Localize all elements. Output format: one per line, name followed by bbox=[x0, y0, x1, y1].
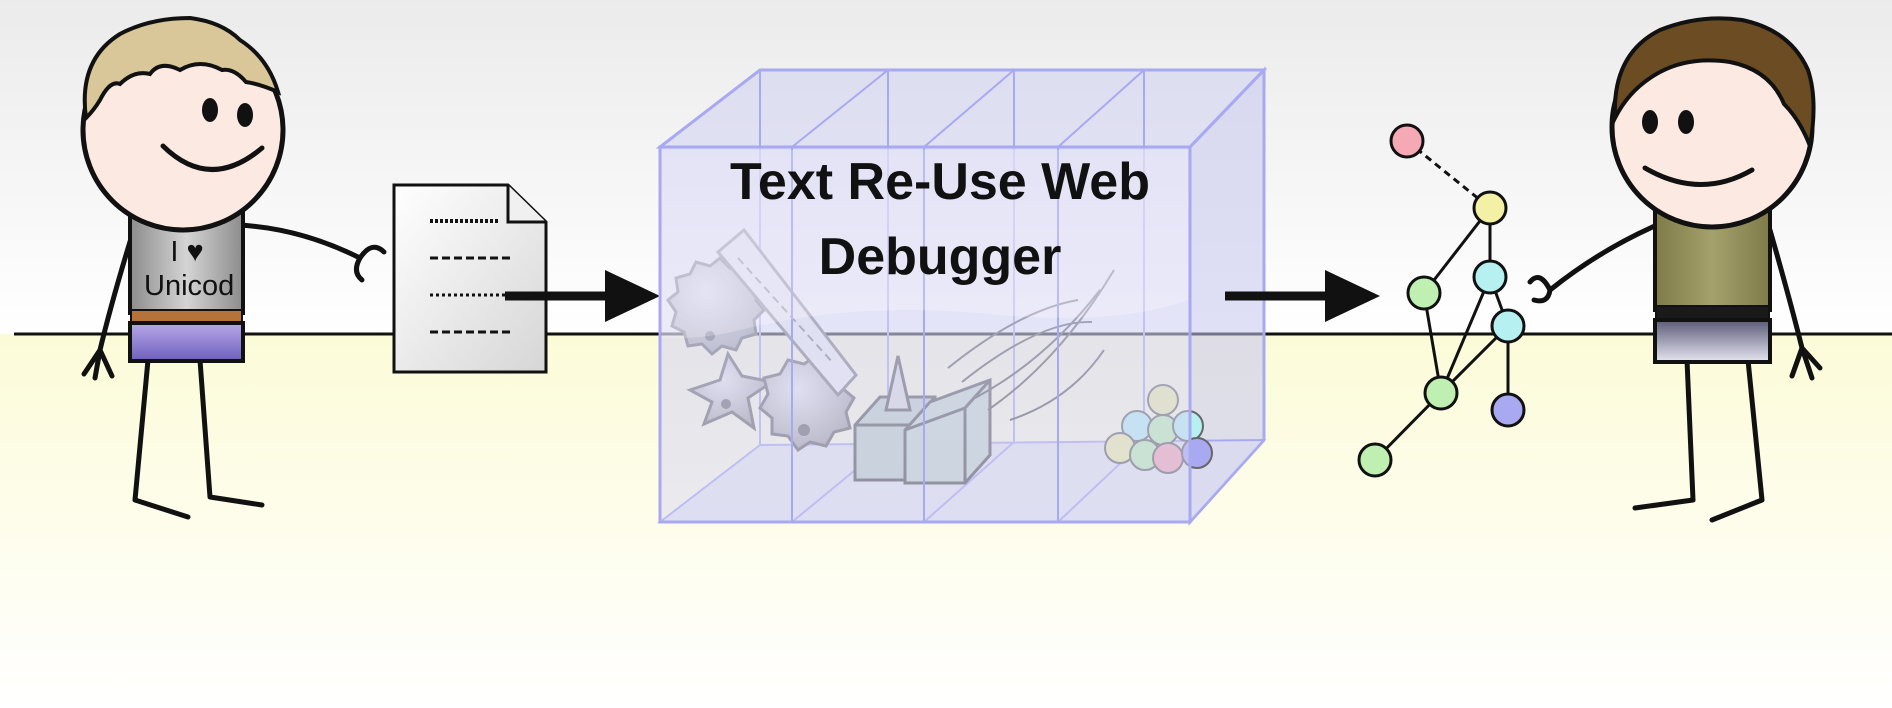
graph-node bbox=[1423, 375, 1459, 411]
right-person-right-arm bbox=[1767, 227, 1823, 381]
graph-node bbox=[1389, 123, 1425, 159]
left-person-eye-right bbox=[237, 103, 253, 127]
right-person bbox=[1527, 16, 1823, 523]
left-person-shirt-line2: Unicod bbox=[144, 270, 234, 302]
right-person-pants bbox=[1653, 318, 1772, 364]
right-person-left-arm bbox=[1527, 222, 1660, 304]
right-person-eye-right bbox=[1678, 110, 1694, 134]
graph-node bbox=[1406, 275, 1442, 311]
left-person-right-arm bbox=[235, 222, 387, 283]
graph-icon bbox=[1357, 123, 1526, 478]
left-person: I ♥ Unicod bbox=[80, 15, 387, 520]
diagram-title-line2: Debugger bbox=[819, 228, 1062, 286]
graph-node bbox=[1490, 392, 1526, 428]
graph-node bbox=[1490, 308, 1526, 344]
debugger-box: Text Re-Use Web Debugger bbox=[655, 66, 1268, 526]
document-icon bbox=[392, 183, 548, 374]
left-person-smile bbox=[160, 143, 265, 172]
right-person-eye-left bbox=[1642, 110, 1658, 134]
left-person-eye-left bbox=[202, 98, 218, 122]
left-person-shirt-line1: I ♥ bbox=[170, 236, 203, 268]
right-person-belt bbox=[1655, 305, 1770, 321]
diagram-title-line1: Text Re-Use Web bbox=[730, 153, 1150, 211]
arrow-icon-output bbox=[1225, 270, 1380, 322]
left-person-left-arm bbox=[81, 229, 136, 381]
left-person-legs bbox=[132, 357, 265, 520]
graph-node bbox=[1472, 259, 1508, 295]
right-person-legs bbox=[1632, 357, 1765, 523]
graph-node bbox=[1357, 442, 1393, 478]
arrow-icon-input bbox=[505, 270, 660, 322]
right-person-smile bbox=[1642, 165, 1755, 187]
graph-node bbox=[1472, 190, 1508, 226]
right-person-hair bbox=[1612, 16, 1816, 154]
left-person-hair bbox=[82, 15, 282, 123]
left-person-pants bbox=[128, 321, 245, 363]
